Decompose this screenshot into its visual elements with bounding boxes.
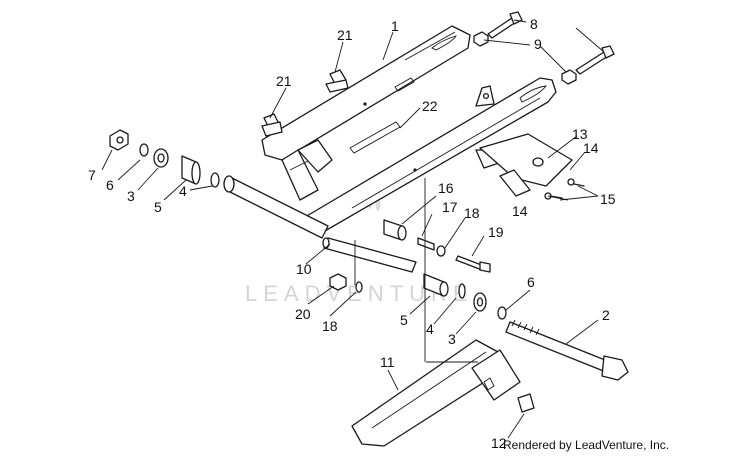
callout-16: 16	[438, 180, 454, 196]
callout-5b: 5	[400, 312, 408, 328]
chain-slider-bracket[interactable]	[479, 133, 585, 200]
callout-11: 11	[380, 354, 395, 370]
bolts-8-nuts-9[interactable]	[473, 11, 615, 85]
chain-guard-11[interactable]	[351, 339, 535, 447]
callout-6b: 6	[527, 274, 535, 290]
callout-3a: 3	[127, 188, 135, 204]
ring-4	[210, 172, 220, 188]
callout-10: 10	[296, 261, 312, 277]
washer-18	[436, 245, 446, 257]
callout-labels: 1 2 3 3 4 4 5 5 6 6 7 8 9 10 11 12 13 14…	[88, 16, 616, 451]
washer-18b	[355, 281, 363, 293]
callout-4a: 4	[179, 183, 187, 199]
cable-clamps-21[interactable]	[261, 69, 349, 137]
right-pivot-hardware[interactable]	[383, 219, 491, 273]
callout-15: 15	[600, 191, 616, 207]
washer-6b	[497, 306, 507, 320]
axle-bolt[interactable]	[505, 319, 629, 381]
callout-21a: 21	[337, 27, 353, 43]
swingarm[interactable]	[223, 25, 557, 239]
pad-12	[517, 393, 535, 413]
callout-18b: 18	[322, 318, 338, 334]
pin-17	[417, 237, 435, 251]
callout-20: 20	[295, 306, 311, 322]
leader-lines	[101, 19, 605, 439]
callout-7: 7	[88, 167, 96, 183]
callout-18a: 18	[464, 205, 480, 221]
callout-4b: 4	[426, 321, 434, 337]
callout-14a: 14	[583, 140, 599, 156]
washer-6	[139, 143, 149, 157]
callout-6a: 6	[106, 177, 114, 193]
callout-5a: 5	[154, 199, 162, 215]
callout-12: 12	[491, 435, 507, 451]
callout-2: 2	[602, 307, 610, 323]
left-pivot-hardware[interactable]	[109, 129, 220, 188]
callout-3b: 3	[448, 331, 456, 347]
callout-1: 1	[391, 18, 399, 34]
callout-8: 8	[530, 16, 538, 32]
callout-21b: 21	[276, 73, 292, 89]
render-credit: Rendered by LeadVenture, Inc.	[503, 438, 670, 452]
callout-9: 9	[534, 36, 542, 52]
pivot-shaft-10[interactable]	[322, 237, 417, 273]
callout-22: 22	[422, 98, 438, 114]
callout-13: 13	[572, 126, 588, 142]
ring-4b	[458, 283, 466, 299]
callout-17: 17	[442, 199, 458, 215]
callout-14b: 14	[512, 203, 528, 219]
callout-19: 19	[488, 224, 504, 240]
